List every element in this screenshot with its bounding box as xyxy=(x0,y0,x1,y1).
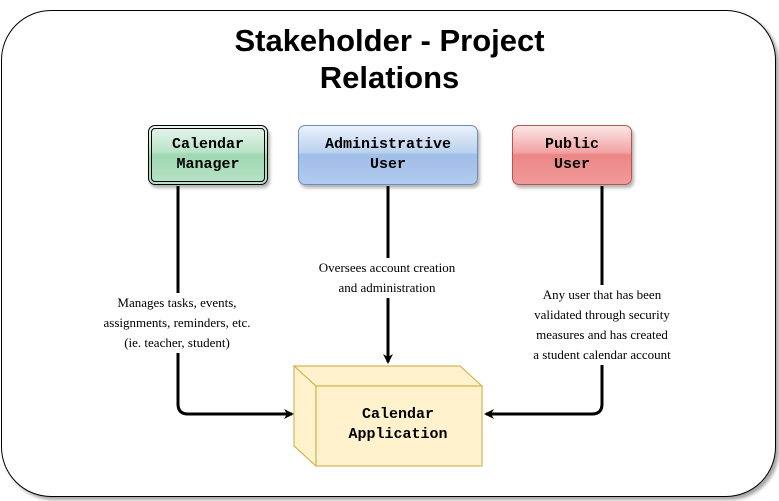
public-user-edge-label: Any user that has been validated through… xyxy=(512,285,692,365)
administrative-user-line-2: User xyxy=(369,156,406,173)
calendar-application-line-1: Calendar xyxy=(361,406,434,423)
calendar-application-node xyxy=(292,364,484,468)
public-user-label-line-2: validated through security xyxy=(534,307,670,322)
administrative-user-line-1: Administrative xyxy=(324,136,452,153)
administrative-user-label-line-2: and administration xyxy=(338,280,436,295)
public-user-label-line-4: a student calendar account xyxy=(533,347,671,362)
public-user-label-line-1: Any user that has been xyxy=(542,287,662,302)
calendar-application-line-2: Application xyxy=(348,426,448,443)
calendar-manager-edge-label: Manages tasks, events, assignments, remi… xyxy=(84,293,270,353)
public-user-label-line-3: measures and has created xyxy=(536,327,668,342)
public-user-node: Public User xyxy=(512,125,632,185)
edge-calendar-manager xyxy=(176,186,294,419)
calendar-manager-line-2: Manager xyxy=(176,156,240,173)
edge-public-user xyxy=(484,186,604,419)
calendar-manager-node: Calendar Manager xyxy=(148,125,268,185)
calendar-application-label: Calendar Application xyxy=(316,385,480,465)
public-user-line-1: Public xyxy=(544,136,599,153)
administrative-user-node: Administrative User xyxy=(298,125,478,185)
calendar-manager-line-1: Calendar xyxy=(171,136,244,153)
public-user-line-2: User xyxy=(553,156,590,173)
calendar-manager-label-line-3: (ie. teacher, student) xyxy=(124,335,230,350)
calendar-manager-label-line-1: Manages tasks, events, xyxy=(117,295,237,310)
administrative-user-edge-label: Oversees account creation and administra… xyxy=(302,258,472,298)
title-line-1: Stakeholder - Project xyxy=(234,23,545,58)
calendar-manager-label-line-2: assignments, reminders, etc. xyxy=(103,315,251,330)
title-line-2: Relations xyxy=(319,60,460,95)
administrative-user-label-line-1: Oversees account creation xyxy=(318,260,456,275)
diagram-title: Stakeholder - Project Relations xyxy=(0,22,779,96)
